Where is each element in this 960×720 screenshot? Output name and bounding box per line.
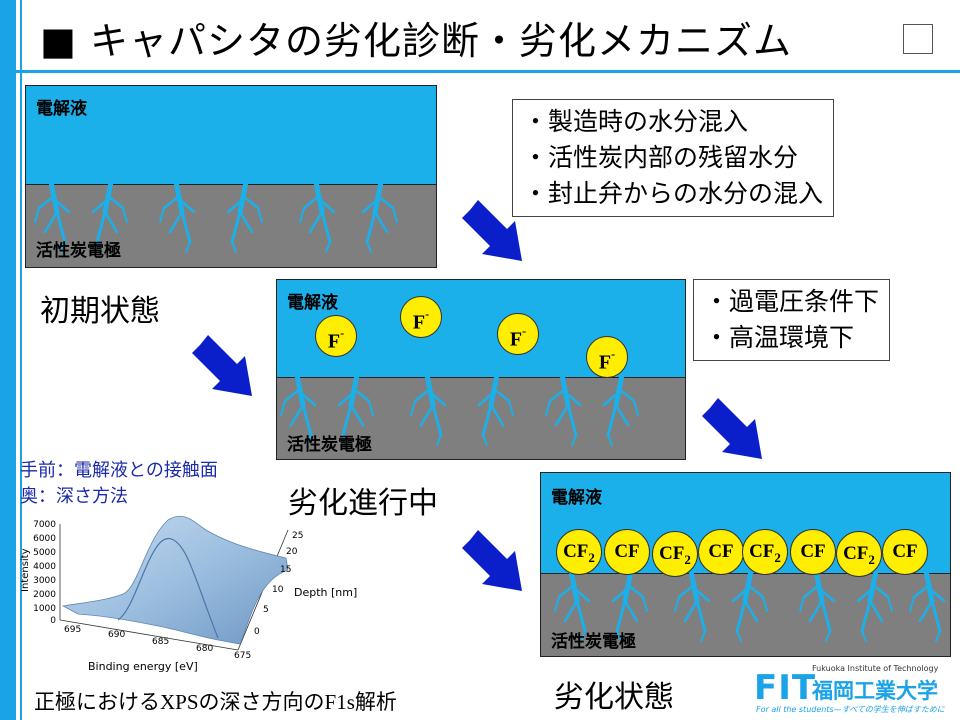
depth-axis-label: Depth [nm] (294, 586, 357, 599)
y-tick: 4000 (33, 562, 56, 572)
carbon-electrode-label: 活性炭電極 (551, 632, 636, 652)
carbon-electrode-label: 活性炭電極 (36, 241, 121, 261)
cf-film-particle: CF2 (836, 531, 882, 577)
left-accent-line (20, 0, 22, 720)
pore-roots-graphic (554, 568, 946, 642)
panel-initial: 電解液 活性炭電極 (25, 85, 437, 268)
y-tick: 0 (50, 616, 56, 626)
arrow-icon (192, 200, 762, 591)
y-tick: 2000 (33, 590, 56, 600)
cf-film-particle: CF2 (742, 529, 788, 575)
xps-caption: 手前：電解液との接触面 奥：深さ方法 (20, 458, 218, 510)
depth-tick: 25 (292, 531, 303, 541)
depth-tick: 15 (280, 565, 291, 575)
cf-film-particle: CF (790, 529, 836, 575)
cf-film-particle: CF (604, 529, 650, 575)
x-tick: 675 (234, 651, 251, 661)
xps-3d-plot: 7000 6000 5000 4000 3000 2000 1000 0 695… (20, 515, 357, 673)
logo-tagline: For all the students—すべての学生を伸ばすために (756, 705, 945, 714)
logo-mark: FIT (754, 668, 817, 708)
pore-roots-graphic (280, 372, 639, 446)
fluoride-ion: F- (315, 315, 357, 357)
y-tick: 1000 (33, 604, 56, 614)
fluoride-ion: F- (400, 296, 442, 338)
cf-film-particle: CF2 (652, 531, 698, 577)
logo-japanese-name: 福岡工業大学 (812, 679, 938, 703)
fluoride-ion: F- (497, 313, 539, 355)
moisture-note: ・封止弁からの水分の混入 (523, 179, 824, 208)
conditions-box: ・過電圧条件下 ・高温環境下 (693, 279, 891, 361)
stage-label-degraded: 劣化状態 (554, 680, 674, 715)
x-tick: 690 (108, 630, 125, 640)
panel-progress: 電解液 活性炭電極 F- F- F- F- (276, 279, 686, 460)
x-tick: 695 (64, 625, 81, 635)
stage-label-progress: 劣化進行中 (288, 486, 438, 521)
stage-label-initial: 初期状態 (40, 294, 160, 329)
logo-english-name: Fukuoka Institute of Technology (812, 664, 939, 673)
carbon-electrode-region (26, 184, 436, 267)
condition-note: ・高温環境下 (704, 323, 855, 352)
cf-film-particle: CF2 (556, 529, 602, 575)
y-tick: 6000 (33, 534, 56, 544)
pore-roots-graphic (34, 179, 398, 253)
fluoride-ion: F- (586, 336, 628, 378)
moisture-sources-box: ・製造時の水分混入 ・活性炭内部の残留水分 ・封止弁からの水分の混入 (512, 99, 835, 217)
depth-tick: 10 (272, 585, 284, 595)
depth-tick: 5 (263, 605, 269, 615)
electrolyte-label: 電解液 (551, 488, 602, 508)
cf-film-particle: CF (882, 529, 928, 575)
cf-film-particle: CF (698, 529, 744, 575)
x-tick: 680 (196, 644, 213, 654)
y-tick: 3000 (33, 576, 56, 586)
x-tick: 685 (152, 637, 169, 647)
panel-degraded: 電解液 活性炭電極 CF2 CF CF2 CF CF2 CF CF2 CF (540, 472, 951, 657)
depth-tick: 0 (254, 627, 260, 637)
xps-caption-line: 奥：深さ方法 (20, 486, 128, 507)
carbon-electrode-label: 活性炭電極 (287, 435, 372, 455)
y-axis-label: Intensity (20, 548, 31, 592)
xps-caption-line: 手前：電解液との接触面 (20, 460, 218, 481)
page-title: ■ キャパシタの劣化診断・劣化メカニズム (40, 19, 792, 63)
y-tick: 5000 (33, 548, 56, 558)
moisture-note: ・製造時の水分混入 (523, 107, 749, 136)
title-underline (16, 70, 960, 73)
x-axis-label: Binding energy [eV] (88, 660, 198, 673)
depth-tick: 20 (286, 547, 298, 557)
left-accent-bar (0, 0, 16, 720)
electrolyte-region (26, 86, 436, 184)
electrolyte-label: 電解液 (36, 99, 87, 119)
condition-note: ・過電圧条件下 (704, 287, 880, 316)
slide-checkbox[interactable] (903, 24, 933, 54)
moisture-note: ・活性炭内部の残留水分 (523, 143, 799, 172)
xps-bottom-caption: 正極におけるXPSの深さ方向のF1s解析 (34, 690, 397, 714)
electrolyte-label: 電解液 (287, 293, 338, 313)
university-logo: FIT Fukuoka Institute of Technology 福岡工業… (754, 664, 950, 716)
y-tick: 7000 (33, 520, 56, 530)
